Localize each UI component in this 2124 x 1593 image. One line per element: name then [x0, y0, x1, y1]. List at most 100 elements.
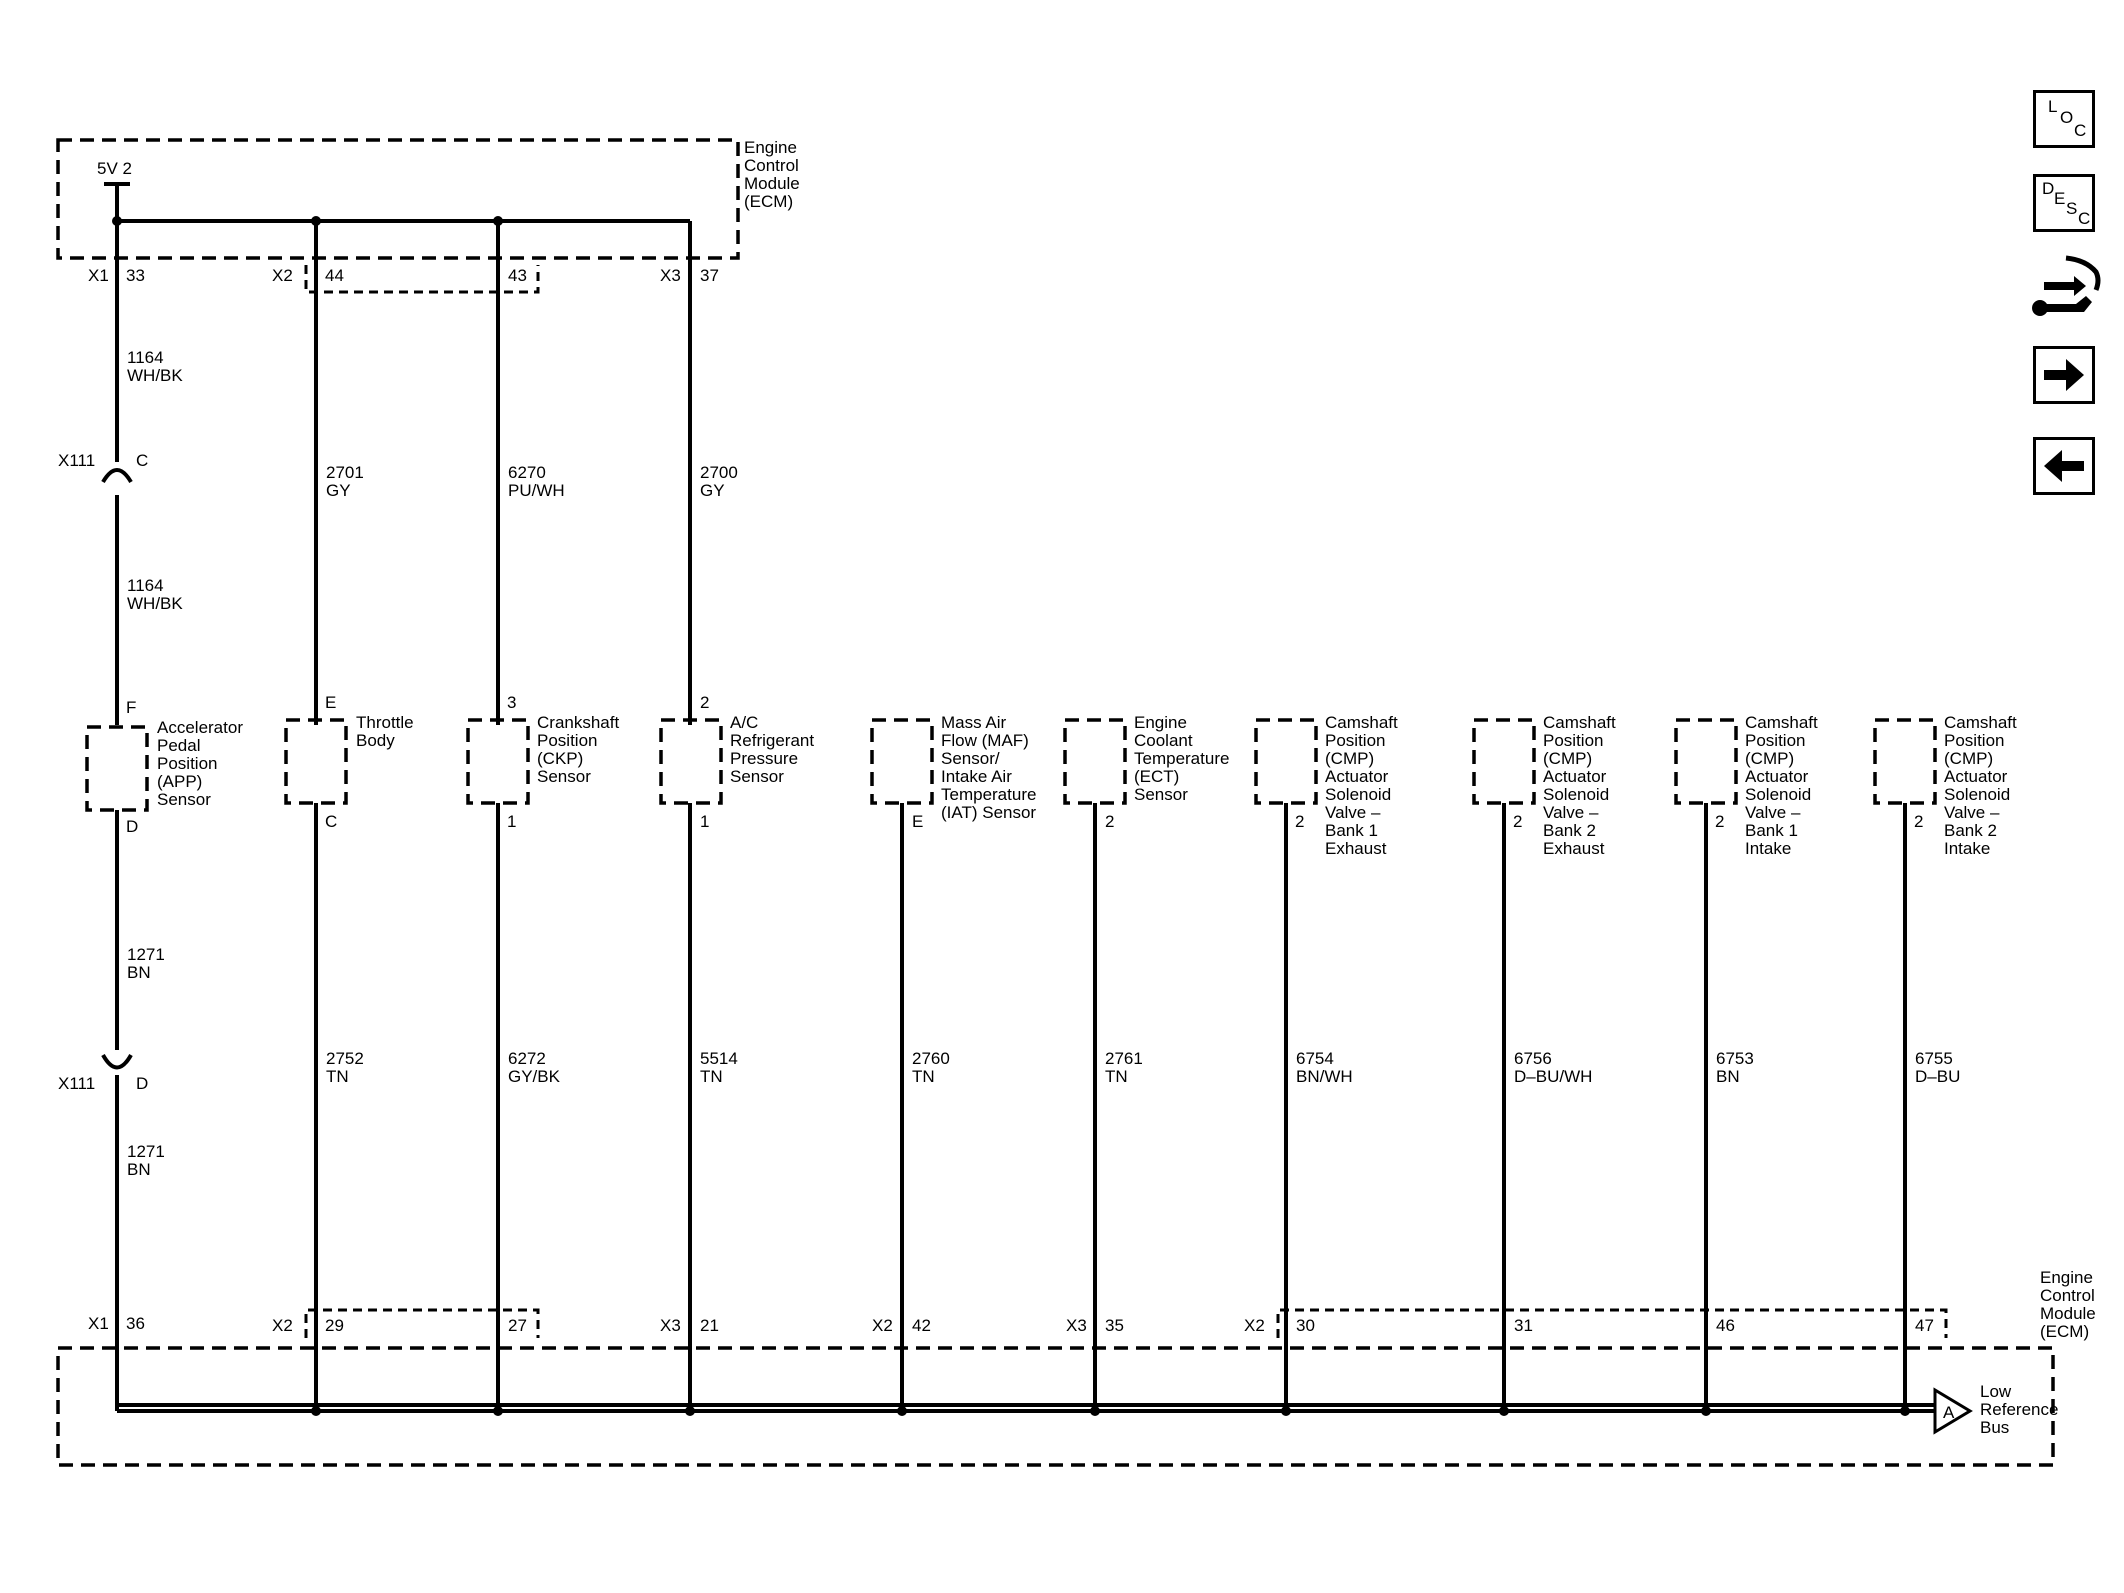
svg-text:WH/BK: WH/BK: [127, 594, 183, 613]
loc-button[interactable]: L O C: [2033, 90, 2095, 148]
cmp2i-box: [1873, 718, 1937, 805]
svg-text:Refrigerant: Refrigerant: [730, 731, 814, 750]
cmp1e-name: Camshaft Position (CMP) Actuator Solenoi…: [1325, 713, 1398, 858]
inline-connector-x111-d: X111 D: [58, 1053, 148, 1093]
svg-text:Intake: Intake: [1944, 839, 1990, 858]
svg-text:Solenoid: Solenoid: [1745, 785, 1811, 804]
svg-text:D–BU/WH: D–BU/WH: [1514, 1067, 1592, 1086]
svg-text:Crankshaft: Crankshaft: [537, 713, 619, 732]
svg-text:Low: Low: [1980, 1382, 2012, 1401]
svg-text:TN: TN: [1105, 1067, 1128, 1086]
svg-text:X2: X2: [872, 1316, 893, 1335]
svg-text:Position: Position: [1944, 731, 2004, 750]
svg-text:2: 2: [700, 693, 709, 712]
svg-text:X2: X2: [272, 1316, 293, 1335]
svg-text:37: 37: [700, 266, 719, 285]
svg-text:1164: 1164: [127, 576, 164, 595]
svg-text:(CKP): (CKP): [537, 749, 583, 768]
svg-text:Sensor: Sensor: [1134, 785, 1188, 804]
app-sensor-box: [85, 725, 149, 812]
svg-text:BN: BN: [127, 1160, 151, 1179]
wire-labels-bottom: 1271 BN 1271 BN 2752 TN 6272 GY/BK 5514 …: [127, 945, 1960, 1179]
svg-text:33: 33: [126, 266, 145, 285]
svg-text:WH/BK: WH/BK: [127, 366, 183, 385]
svg-text:Camshaft: Camshaft: [1745, 713, 1818, 732]
svg-text:Solenoid: Solenoid: [1543, 785, 1609, 804]
svg-text:Sensor/: Sensor/: [941, 749, 1000, 768]
arrow-right-icon: [2044, 359, 2084, 391]
svg-text:Body: Body: [356, 731, 395, 750]
svg-text:Camshaft: Camshaft: [1944, 713, 2017, 732]
ecm-top-label: Engine Control Module (ECM): [744, 138, 800, 211]
svg-text:F: F: [126, 698, 136, 717]
svg-text:(CMP): (CMP): [1944, 749, 1993, 768]
svg-text:X3: X3: [660, 1316, 681, 1335]
svg-text:TN: TN: [912, 1067, 935, 1086]
svg-text:Exhaust: Exhaust: [1543, 839, 1605, 858]
svg-text:Control: Control: [744, 156, 799, 175]
svg-text:Camshaft: Camshaft: [1325, 713, 1398, 732]
svg-text:Temperature: Temperature: [941, 785, 1036, 804]
svg-text:29: 29: [325, 1316, 344, 1335]
svg-text:GY/BK: GY/BK: [508, 1067, 561, 1086]
svg-text:C: C: [325, 812, 337, 831]
svg-text:TN: TN: [700, 1067, 723, 1086]
svg-text:(ECM): (ECM): [744, 192, 793, 211]
svg-text:Valve –: Valve –: [1944, 803, 2000, 822]
component-pins: F D E C 3 1 2 1 E 2 2 2 2 2: [126, 693, 1923, 836]
ckp-sensor-box: [466, 718, 530, 805]
component-boxes: [85, 718, 1937, 812]
svg-text:1: 1: [700, 812, 709, 831]
svg-text:6754: 6754: [1296, 1049, 1334, 1068]
svg-text:43: 43: [508, 266, 527, 285]
svg-text:Bus: Bus: [1980, 1418, 2009, 1437]
svg-text:(ECM): (ECM): [2040, 1322, 2089, 1341]
svg-text:C: C: [136, 451, 148, 470]
cmp1e-box: [1254, 718, 1318, 805]
svg-text:2752: 2752: [326, 1049, 364, 1068]
bottom-connector-pins: X1 36 X2 29 27 X3 21 X2 42 X3 35 X2 30 3…: [88, 1314, 1934, 1335]
svg-text:Flow (MAF): Flow (MAF): [941, 731, 1029, 750]
svg-text:Engine: Engine: [744, 138, 797, 157]
svg-text:5514: 5514: [700, 1049, 738, 1068]
svg-text:6753: 6753: [1716, 1049, 1754, 1068]
svg-text:Bank 2: Bank 2: [1543, 821, 1596, 840]
svg-text:2: 2: [1914, 812, 1923, 831]
svg-text:Temperature: Temperature: [1134, 749, 1229, 768]
svg-text:44: 44: [325, 266, 344, 285]
svg-text:Position: Position: [537, 731, 597, 750]
cmp2i-name: Camshaft Position (CMP) Actuator Solenoi…: [1944, 713, 2017, 858]
ckp-sensor-name: Crankshaft Position (CKP) Sensor: [537, 713, 619, 786]
svg-text:30: 30: [1296, 1316, 1315, 1335]
svg-text:Valve –: Valve –: [1325, 803, 1381, 822]
ect-sensor-name: Engine Coolant Temperature (ECT) Sensor: [1134, 713, 1229, 804]
svg-text:X2: X2: [1244, 1316, 1265, 1335]
ac-sensor-name: A/C Refrigerant Pressure Sensor: [730, 713, 814, 786]
cmp1i-name: Camshaft Position (CMP) Actuator Solenoi…: [1745, 713, 1818, 858]
svg-text:46: 46: [1716, 1316, 1735, 1335]
inline-connector-x111-c: X111 C: [58, 451, 148, 484]
ecm-bottom-box: [56, 1346, 2055, 1467]
desc-button[interactable]: D E S C: [2033, 174, 2095, 232]
svg-text:D: D: [136, 1074, 148, 1093]
cmp1i-box: [1674, 718, 1738, 805]
svg-text:TN: TN: [326, 1067, 349, 1086]
svg-text:Pedal: Pedal: [157, 736, 200, 755]
arrow-left-icon: [2044, 450, 2084, 482]
svg-text:Intake Air: Intake Air: [941, 767, 1012, 786]
svg-text:BN: BN: [1716, 1067, 1740, 1086]
cmp2e-name: Camshaft Position (CMP) Actuator Solenoi…: [1543, 713, 1616, 858]
previous-page-button[interactable]: [2033, 437, 2095, 495]
svg-text:Intake: Intake: [1745, 839, 1791, 858]
svg-text:6272: 6272: [508, 1049, 546, 1068]
wire-labels-top: 1164 WH/BK 1164 WH/BK 2701 GY 6270 PU/WH…: [127, 348, 738, 613]
maf-sensor-name: Mass Air Flow (MAF) Sensor/ Intake Air T…: [941, 713, 1036, 822]
svg-text:Solenoid: Solenoid: [1944, 785, 2010, 804]
svg-text:BN: BN: [127, 963, 151, 982]
svg-text:21: 21: [700, 1316, 719, 1335]
next-page-button[interactable]: [2033, 346, 2095, 404]
svg-text:1271: 1271: [127, 1142, 165, 1161]
connector-wrench-button[interactable]: [2026, 252, 2102, 328]
cmp2e-box: [1472, 718, 1536, 805]
svg-text:GY: GY: [326, 481, 351, 500]
